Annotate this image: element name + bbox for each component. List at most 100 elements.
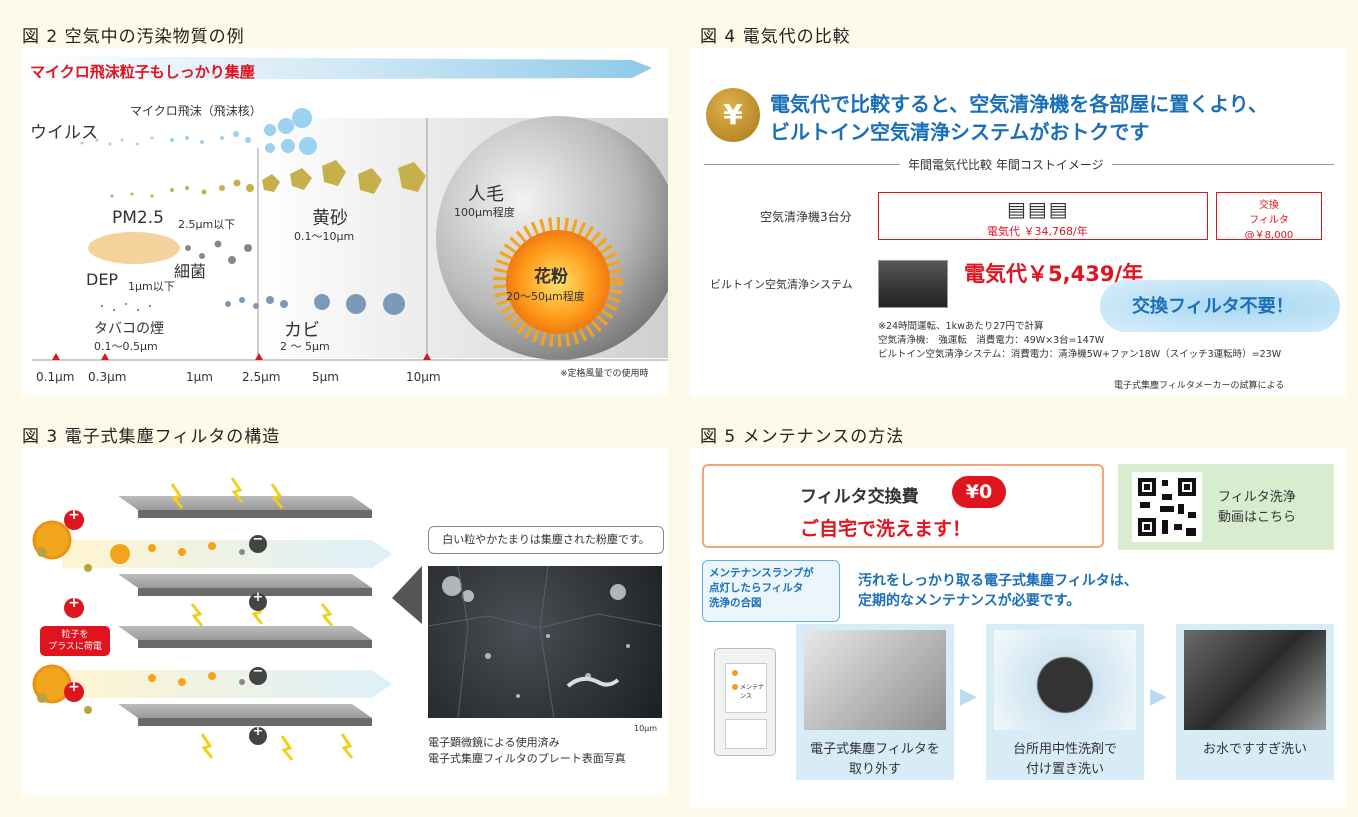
lamp-icon [732, 670, 738, 676]
step-1-text-a: 電子式集塵フィルタを [810, 742, 940, 757]
pollen-particles [32, 520, 245, 714]
fig4-subtitle: 年間電気代比較 年間コストイメージ [900, 156, 1112, 173]
label-tobacco-size: 0.1～0.5μm [94, 340, 158, 353]
cost-box: フィルタ交換費 ¥0 ご自宅で洗えます！ [702, 464, 1104, 548]
banner-arrow [22, 56, 652, 80]
label-dep: DEP [86, 270, 119, 289]
step-1-card: 電子式集塵フィルタを 取り外す [796, 624, 954, 780]
photo-caption-2: 電子式集塵フィルタのプレート表面写真 [428, 752, 626, 765]
fig4-headline-2: ビルトイン空気清浄システムがおトクです [770, 120, 1150, 144]
microscope-photo [427, 565, 663, 719]
minus-icon: − [252, 532, 264, 547]
qr-code-icon[interactable] [1132, 472, 1202, 542]
row2-label: ビルトイン空気清浄システム [710, 278, 853, 291]
scale-bar: 10μm [634, 724, 658, 733]
step-3-card: お水ですすぎ洗い [1176, 624, 1334, 780]
row1-label: 空気清浄機3台分 [760, 210, 852, 224]
no-filter-text: 交換フィルタ不要！ [1132, 296, 1294, 317]
lamp-text-3: 洗浄の合図 [709, 597, 762, 609]
label-virus: ウイルス [30, 123, 98, 143]
fig4-source: 電子式集塵フィルタメーカーの試算による [1114, 381, 1285, 391]
arrow-icon: ▶ [960, 684, 977, 709]
axis-tick-3: 2.5μm [242, 370, 281, 384]
fig4-note-1: ※24時間運転、1kwあたり27円で計算 [878, 321, 1044, 332]
fig4-title: 図 4 電気代の比較 [700, 27, 851, 47]
label-mold-size: 2 ～ 5μm [280, 340, 330, 353]
label-pollen: 花粉 [534, 267, 568, 287]
step-3-photo [1184, 630, 1326, 730]
fig5-panel: フィルタ交換費 ¥0 ご自宅で洗えます！ フィルタ洗浄 動画はこちら メンテナン… [690, 448, 1346, 808]
lamp-callout: メンテナンスランプが 点灯したらフィルタ 洗浄の合図 [702, 560, 840, 622]
label-micro: マイクロ飛沫（飛沫核） [130, 104, 262, 118]
step-2-card: 台所用中性洗剤で 付け置き洗い [986, 624, 1144, 780]
label-mold: カビ [284, 320, 320, 341]
label-hair: 人毛 [468, 184, 504, 205]
lamp-text-1: メンテナンスランプが [709, 567, 814, 579]
fig4-panel: ¥ 電気代で比較すると、空気清浄機を各部屋に置くより、 ビルトイン空気清浄システ… [690, 48, 1346, 396]
photo-texture [427, 565, 663, 719]
plus-icon: + [252, 724, 264, 739]
filter-cost: @￥8,000 [1244, 230, 1294, 241]
label-bacteria: 細菌 [174, 262, 207, 281]
minus-icon: − [252, 664, 264, 679]
video-text-2: 動画はこちら [1218, 510, 1297, 525]
fig5-title: 図 5 メンテナンスの方法 [700, 427, 905, 447]
step-1-text-b: 取り外す [848, 762, 901, 777]
filter-title-1: 交換 [1259, 200, 1279, 211]
zoom-pointer [392, 566, 422, 624]
photo-caption-1: 電子顕微鏡による使用済み [428, 736, 560, 749]
label-pm25: PM2.5 [112, 208, 164, 228]
lamp-text-2: 点灯したらフィルタ [709, 582, 804, 594]
label-pollen-size: 20～50μm程度 [506, 290, 585, 303]
cost-value-badge: ¥0 [952, 476, 1006, 508]
lamp-icon [732, 684, 738, 690]
fig4-note-2: 空気清浄機: 強運転 消費電力：49W×3台=147W [878, 335, 1105, 346]
filter-box: 交換 フィルタ @￥8,000 [1216, 192, 1322, 241]
step-3-text: お水ですすぎ洗い [1202, 742, 1307, 757]
msg-2: 定期的なメンテナンスが必要です。 [858, 593, 1081, 609]
pollen-icon [493, 217, 623, 347]
switch-panel: メンテナンス [725, 663, 767, 713]
fig2-title: 図 2 空気中の汚染物質の例 [22, 27, 245, 47]
label-hair-size: 100μm程度 [454, 206, 515, 219]
yen-coin-icon: ¥ [706, 88, 760, 142]
step-2-text-a: 台所用中性洗剤で [1012, 742, 1117, 757]
arrow-icon: ▶ [1150, 684, 1167, 709]
fig4-headline-1: 電気代で比較すると、空気清浄機を各部屋に置くより、 [770, 92, 1268, 116]
control-switch: メンテナンス [714, 648, 776, 756]
switch-label: メンテナンス [740, 684, 765, 700]
fig3-graphics [32, 477, 422, 761]
qr-pattern [1138, 478, 1196, 536]
plus-icon: + [252, 590, 264, 605]
filter-title-2: フィルタ [1249, 215, 1289, 226]
label-tobacco: タバコの煙 [94, 321, 164, 337]
axis-tick-0: 0.1μm [36, 370, 75, 384]
axis-tick-5: 10μm [406, 370, 441, 384]
cost-label: フィルタ交換費 [800, 487, 919, 507]
fig2-note: ※定格風量での使用時 [560, 369, 649, 379]
axis-tick-4: 5μm [312, 370, 339, 384]
video-text-1: フィルタ洗浄 [1218, 490, 1296, 505]
charge-label: 粒子を プラスに荷電 [40, 626, 110, 656]
label-pm25-size: 2.5μm以下 [178, 218, 236, 231]
fig2-graphics [22, 56, 668, 361]
spark-icons [170, 477, 354, 761]
video-box[interactable]: フィルタ洗浄 動画はこちら [1118, 464, 1334, 550]
switch-button [725, 719, 767, 749]
label-dep-size: 1μm以下 [128, 280, 175, 293]
fig3-panel: + + + − − + + 粒子を プラスに荷電 白い粒やかたまりは集塵された粉… [22, 448, 668, 796]
plus-icon: + [68, 507, 80, 523]
step-2-text-b: 付け置き洗い [1025, 762, 1104, 777]
step-1-photo [804, 630, 946, 730]
axis-tick-2: 1μm [186, 370, 213, 384]
axis-tick-1: 0.3μm [88, 370, 127, 384]
washable-text: ご自宅で洗えます！ [800, 518, 972, 540]
fig3-title: 図 3 電子式集塵フィルタの構造 [22, 427, 281, 447]
plus-icon: + [68, 595, 80, 611]
dep-blob [88, 232, 180, 264]
label-sand-size: 0.1～10μm [294, 230, 355, 243]
label-sand: 黄砂 [312, 208, 348, 229]
msg-1: 汚れをしっかり取る電子式集塵フィルタは、 [858, 573, 1138, 589]
row1-cost: 電気代 ￥34,768/年 [987, 225, 1088, 238]
fig4-note-3: ビルトイン空気清浄システム：消費電力：清浄機5W+ファン18W（スイッチ3運転時… [878, 349, 1282, 360]
